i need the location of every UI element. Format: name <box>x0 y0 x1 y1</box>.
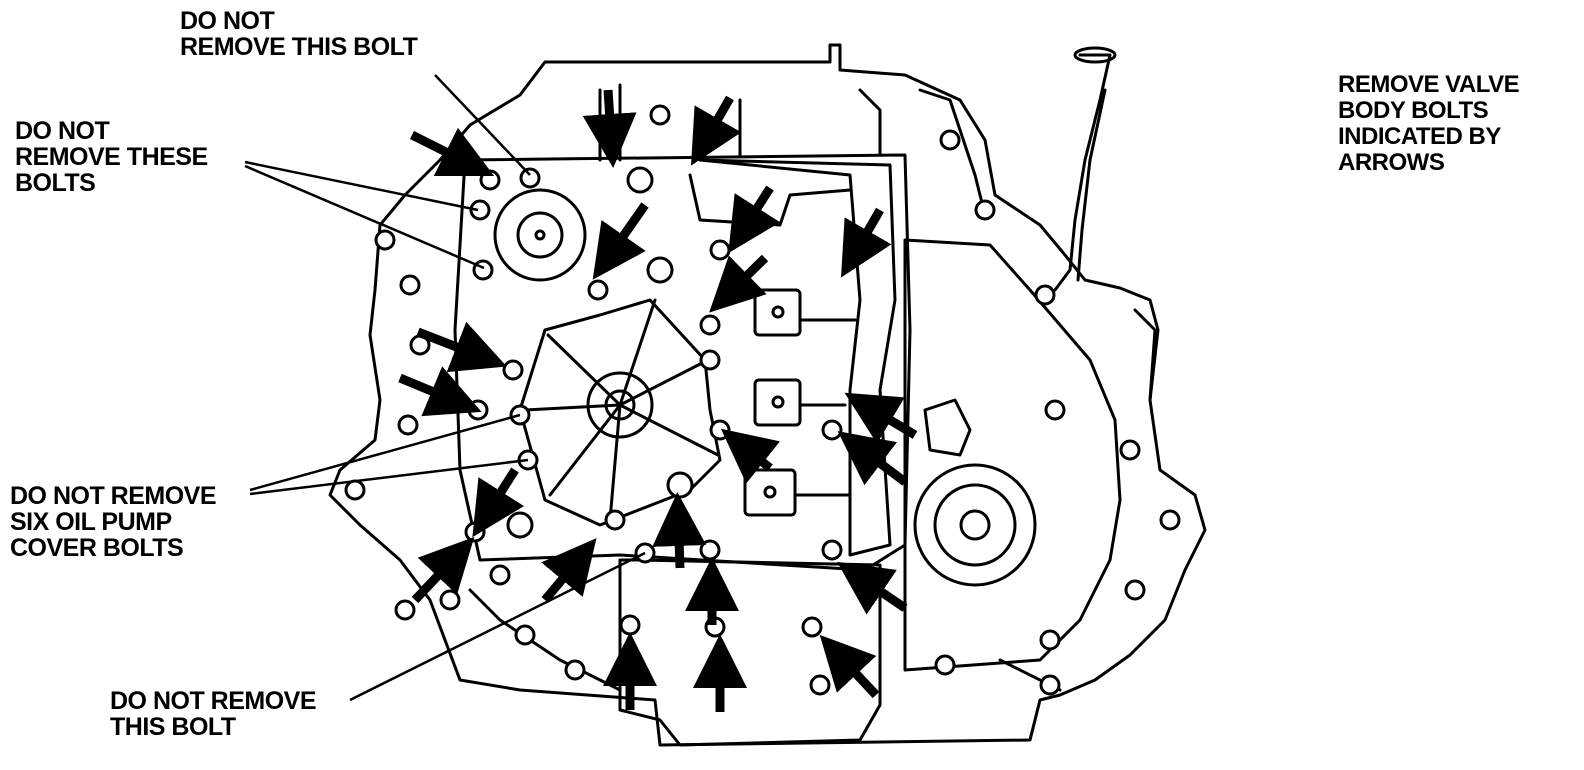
dipstick-cap <box>1073 46 1117 64</box>
callout-line: DO NOT REMOVE <box>110 687 317 715</box>
instruction-remove-valve-body-bolts: REMOVE VALVE BODY BOLTS INDICATED BY ARR… <box>1338 71 1520 176</box>
callout-do-not-remove-this-bolt-top: DO NOT REMOVE THIS BOLT <box>180 7 418 61</box>
removal-arrows <box>398 89 918 712</box>
callout-line: DO NOT <box>180 7 275 35</box>
callout-do-not-remove-oil-pump-cover-bolts: DO NOT REMOVE SIX OIL PUMP COVER BOLTS <box>10 482 217 562</box>
callout-line: REMOVE THESE <box>15 143 208 171</box>
speed-sensor <box>923 398 972 457</box>
transaxle-case-outline <box>328 43 1207 747</box>
callout-line: DO NOT REMOVE <box>10 482 217 510</box>
callout-line: SIX OIL PUMP <box>10 508 172 536</box>
callout-line: BOLTS <box>15 169 96 197</box>
valve-body-plate <box>453 153 912 572</box>
case-right-section <box>903 238 1122 672</box>
solenoid-lower <box>743 468 797 517</box>
solenoid-middle <box>753 378 802 427</box>
instruction-line: REMOVE VALVE <box>1338 71 1520 98</box>
accumulator-housing <box>493 188 587 282</box>
callout-line: DO NOT <box>15 117 110 145</box>
callout-line: REMOVE THIS BOLT <box>180 33 418 61</box>
bolt-markers <box>344 104 1181 696</box>
output-shaft-center <box>959 509 991 541</box>
callout-do-not-remove-these-bolts: DO NOT REMOVE THESE BOLTS <box>15 118 208 196</box>
callout-line: THIS BOLT <box>110 713 236 741</box>
solenoid-upper <box>753 288 802 337</box>
oil-pump-cover <box>518 298 722 527</box>
instruction-line: BODY BOLTS <box>1338 97 1489 124</box>
callout-leaders <box>244 74 646 702</box>
dipstick-tube <box>1053 53 1112 292</box>
instruction-line: INDICATED BY <box>1338 123 1501 150</box>
instruction-line: ARROWS <box>1338 149 1445 176</box>
callout-do-not-remove-this-bolt-bottom: DO NOT REMOVE THIS BOLT <box>110 687 317 741</box>
callout-line: COVER BOLTS <box>10 534 184 562</box>
output-shaft-outer <box>913 463 1037 587</box>
